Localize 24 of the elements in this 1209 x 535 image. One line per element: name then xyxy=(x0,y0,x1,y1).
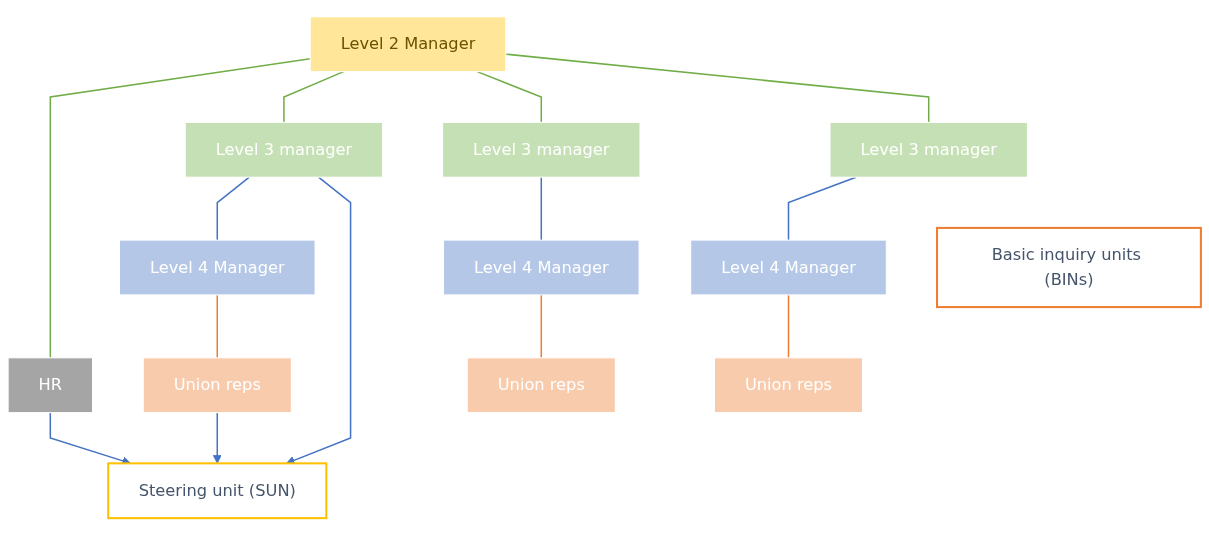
connector xyxy=(787,294,790,359)
node-box: Level 3 manager xyxy=(184,121,384,178)
node-box: Level 3 manager xyxy=(829,121,1028,178)
node-box: Level 3 manager xyxy=(442,121,641,178)
node-box: Basic inquiry units (BINs) xyxy=(936,226,1202,309)
node-box: Steering unit (SUN) xyxy=(107,462,328,520)
node-box: Union reps xyxy=(466,357,616,414)
node-box: Level 4 Manager xyxy=(118,239,316,296)
node-box: Level 2 Manager xyxy=(309,16,507,73)
connector xyxy=(540,294,543,359)
connector xyxy=(476,70,543,124)
connector xyxy=(787,176,857,241)
connector xyxy=(216,294,219,359)
connector xyxy=(540,176,543,241)
connector xyxy=(505,53,930,124)
connector xyxy=(216,176,251,241)
node-box: Level 4 Manager xyxy=(690,239,887,296)
node-box: Union reps xyxy=(142,357,292,414)
node-box: HR xyxy=(7,357,93,414)
node-box: Level 4 Manager xyxy=(443,239,640,296)
connector xyxy=(283,70,345,124)
connector xyxy=(49,57,311,359)
arrow xyxy=(212,411,222,464)
node-box: Union reps xyxy=(713,357,864,414)
